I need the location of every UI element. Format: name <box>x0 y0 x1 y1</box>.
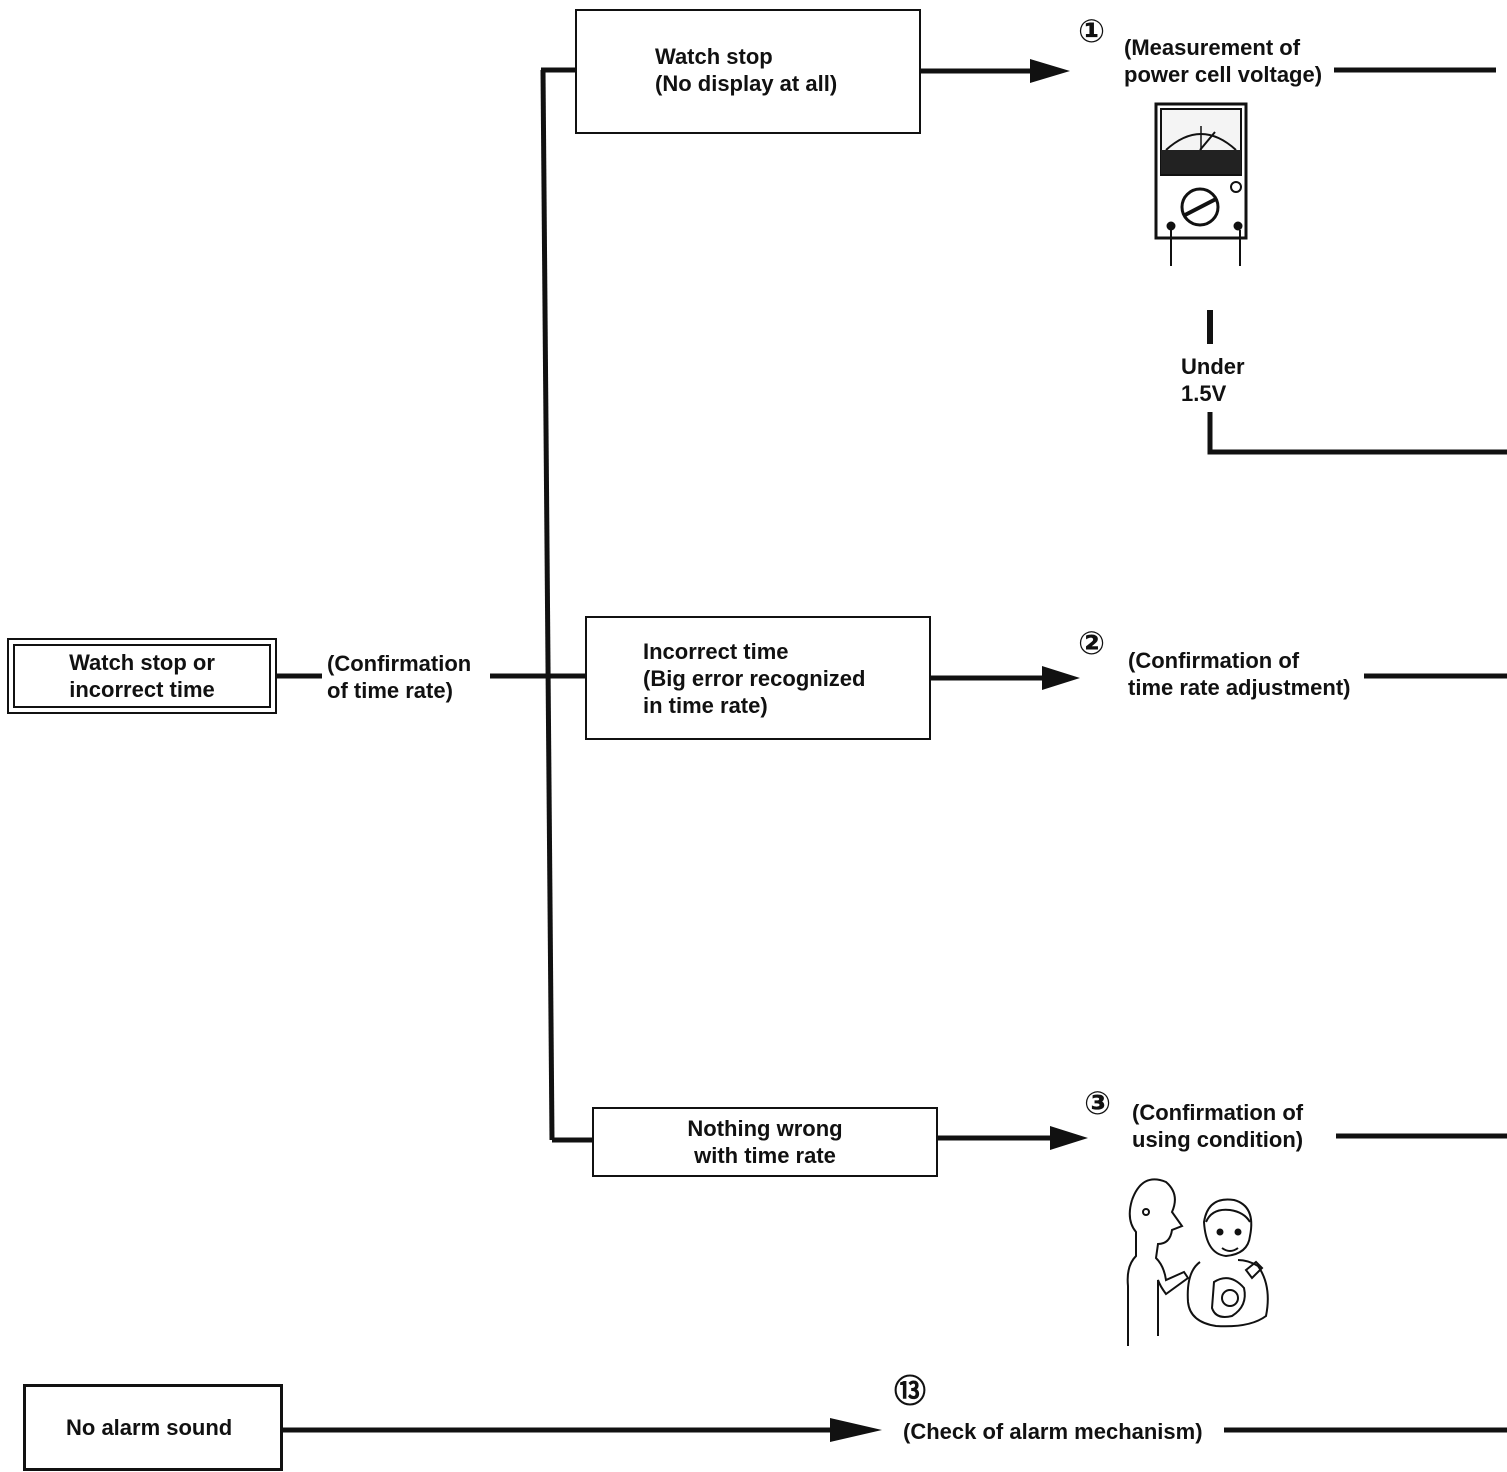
step-2-line-1: (Confirmation of <box>1128 648 1300 673</box>
branch-box-watch-stop: Watch stop (No display at all) <box>575 9 921 134</box>
arrow-13-head <box>830 1418 882 1442</box>
branch-nothing-line-2: with time rate <box>694 1143 836 1168</box>
arrow-1-head <box>1030 59 1070 83</box>
start-box-no-alarm: No alarm sound <box>23 1384 283 1471</box>
edge-label-line-1: (Confirmation <box>327 651 472 676</box>
branch-watch-stop-line-2: (No display at all) <box>655 70 838 96</box>
voltage-line-1: Under <box>1181 354 1245 379</box>
step-1-line-2: power cell voltage) <box>1124 62 1323 87</box>
edge-label-time-rate: (Confirmation of time rate) <box>327 650 471 704</box>
step-3-line-2: using condition) <box>1132 1127 1304 1152</box>
step-2-line-2: time rate adjustment) <box>1128 675 1351 700</box>
step-1-label: (Measurement of power cell voltage) <box>1124 34 1322 88</box>
edge-label-line-2: of time rate) <box>327 678 453 703</box>
step-1-line-1: (Measurement of <box>1124 35 1301 60</box>
arrow-3-head <box>1050 1126 1088 1150</box>
multimeter-icon <box>1154 102 1248 266</box>
step-3-number: ③ <box>1084 1085 1112 1121</box>
start-box-line-1: Watch stop or <box>69 650 215 675</box>
step-13-line-1: (Check of alarm mechanism) <box>903 1419 1203 1444</box>
step-13-number: ⑬ <box>894 1373 927 1409</box>
branch-incorrect-line-2: (Big error recognized <box>643 665 866 691</box>
step-1-number: ① <box>1078 13 1106 49</box>
trunk-vertical <box>540 69 555 1141</box>
branch-box-incorrect-time: Incorrect time (Big error recognized in … <box>585 616 931 740</box>
step-2-number: ② <box>1078 625 1106 661</box>
start-box-line-2: incorrect time <box>69 677 215 702</box>
arrow-2-head <box>1042 666 1080 690</box>
branch-incorrect-line-1: Incorrect time <box>643 638 789 664</box>
branch-incorrect-line-3: in time rate) <box>643 692 768 718</box>
step-13-label: (Check of alarm mechanism) <box>903 1418 1203 1445</box>
voltage-condition-label: Under 1.5V <box>1181 353 1245 407</box>
people-consulting-icon <box>1126 1178 1269 1346</box>
start-no-alarm-label: No alarm sound <box>66 1415 233 1440</box>
voltage-line-2: 1.5V <box>1181 381 1227 406</box>
step-3-label: (Confirmation of using condition) <box>1132 1099 1303 1153</box>
step-2-label: (Confirmation of time rate adjustment) <box>1128 647 1351 701</box>
branch-box-nothing-wrong: Nothing wrong with time rate <box>592 1107 938 1177</box>
start-box-watch-stop: Watch stop or incorrect time <box>7 638 277 714</box>
step-3-line-1: (Confirmation of <box>1132 1100 1304 1125</box>
voltage-line-bottom <box>1207 412 1507 455</box>
branch-watch-stop-line-1: Watch stop <box>655 43 773 69</box>
branch-nothing-line-1: Nothing wrong <box>687 1116 843 1141</box>
